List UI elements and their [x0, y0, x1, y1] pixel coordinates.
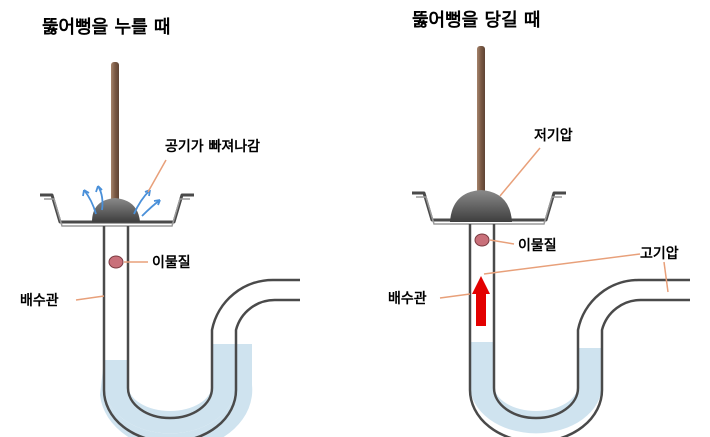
right-plunger-cup — [450, 190, 512, 222]
left-plunger-cup — [92, 198, 140, 222]
left-drain-pipe — [102, 226, 300, 437]
left-title: 뚫어뻥을 누를 때 — [42, 17, 170, 38]
right-panel: 뚫어뻥을 당길 때 이물질 저기압 고기압 배수관 — [388, 9, 690, 437]
left-debris-icon — [108, 255, 124, 269]
right-water — [470, 342, 602, 434]
right-low-pressure-label: 저기압 — [534, 128, 573, 144]
right-plunger-handle — [477, 46, 485, 196]
left-air-out-label: 공기가 빠져나감 — [165, 138, 260, 155]
right-drain-label: 배수관 — [388, 290, 427, 307]
left-panel: 뚫어뻥을 누를 때 이물질 공기가 빠져나감 — [20, 17, 300, 437]
left-drain-label: 배수관 — [20, 292, 59, 309]
left-plunger-handle — [111, 62, 119, 207]
right-title: 뚫어뻥을 당길 때 — [412, 9, 540, 31]
suction-up-arrow-icon — [472, 276, 490, 326]
right-high-pressure-label: 고기압 — [640, 246, 679, 262]
right-debris-label: 이물질 — [518, 237, 557, 254]
right-drain-pipe — [468, 224, 690, 437]
right-debris-icon — [474, 233, 490, 247]
left-debris-label: 이물질 — [152, 254, 191, 271]
